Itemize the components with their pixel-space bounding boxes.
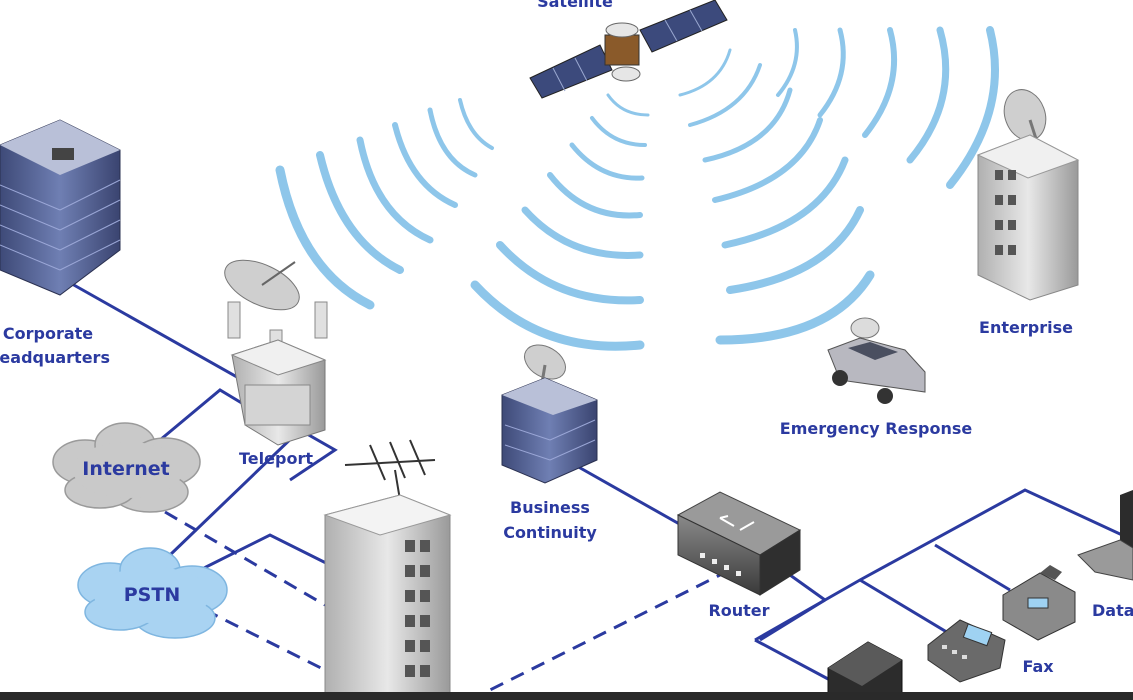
server-icon — [827, 641, 903, 700]
dashed-links — [164, 510, 721, 700]
business-continuity-label-line2: Continuity — [503, 523, 597, 542]
internet-cloud-icon — [52, 422, 201, 513]
radio-waves — [275, 26, 999, 351]
laptop-icon — [1077, 490, 1133, 581]
router-icon — [676, 491, 802, 596]
internet-label: Internet — [82, 458, 170, 480]
business-continuity-icon — [501, 344, 598, 484]
network-links — [64, 278, 1133, 682]
office-tower-icon — [323, 494, 452, 700]
router-label: Router — [708, 601, 770, 620]
pstn-label: PSTN — [123, 584, 181, 606]
pstn-cloud-icon — [77, 547, 228, 639]
bottom-border — [0, 692, 1133, 700]
satellite-icon — [529, 0, 728, 99]
satellite-label: Satellite — [537, 0, 613, 11]
enterprise-icon — [976, 89, 1080, 301]
corporate-hq-label-line1: Corporate — [2, 324, 94, 343]
fax-label: Fax — [1022, 657, 1054, 676]
corporate-hq-label-line2: Headquarters — [0, 348, 110, 367]
business-continuity-label-line1: Business — [510, 498, 590, 517]
voice-phone-icon — [927, 619, 1006, 683]
antenna-icon — [344, 439, 436, 501]
teleport-label: Teleport — [239, 449, 313, 468]
fax-icon — [1002, 565, 1076, 641]
teleport-icon — [224, 259, 328, 446]
data-label: Data — [1092, 601, 1133, 620]
corporate-headquarters-icon — [0, 119, 121, 296]
emergency-vehicle-icon — [827, 317, 926, 404]
emergency-response-label: Emergency Response — [779, 419, 973, 438]
enterprise-label: Enterprise — [979, 318, 1073, 337]
